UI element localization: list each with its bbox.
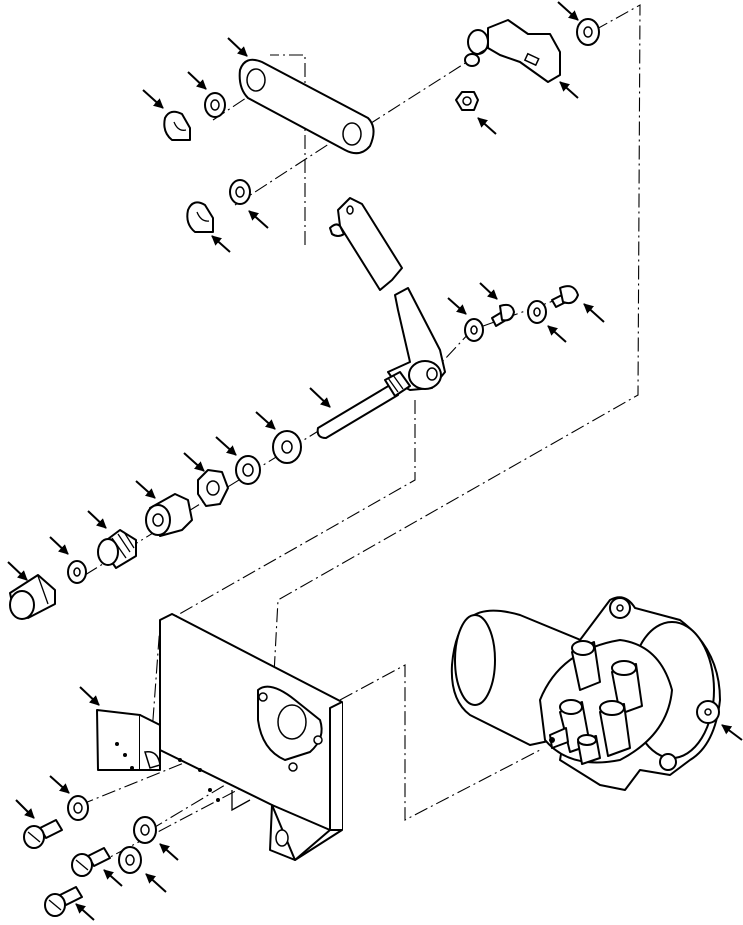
arrow-knob-adapter: [87, 510, 107, 529]
arrow-screw-bottom: [75, 903, 95, 921]
screw-left: [23, 819, 63, 849]
washer-3: [67, 560, 87, 584]
shaft: [316, 371, 411, 439]
arrow-washer-far-right: [547, 325, 567, 343]
clip-upper: [163, 110, 191, 141]
knob: [9, 574, 56, 620]
bolt-mid-right: [491, 303, 515, 327]
arrow-nut-mid: [183, 452, 205, 472]
arrow-nut-top-right: [477, 117, 497, 135]
washer-far-right: [527, 300, 547, 324]
arrow-washer-bottom-2: [145, 873, 167, 893]
mounting-bracket: [159, 613, 343, 861]
arrow-shaft: [309, 387, 331, 408]
lever-upper: [329, 197, 403, 291]
washer-bottom-2: [118, 846, 142, 874]
screw-bottom: [44, 886, 83, 917]
arrow-bolt-mid-right: [479, 282, 498, 300]
arrow-link-bar: [227, 37, 248, 57]
arrow-washer-top-right: [557, 1, 579, 21]
arrow-washer-mid-right: [447, 297, 467, 315]
arrow-lever-bracket: [559, 81, 579, 99]
arrow-washer-2: [215, 436, 237, 456]
washer-lower-left: [229, 179, 251, 205]
link-bar: [238, 58, 375, 155]
washer-top-right: [576, 18, 600, 46]
arrow-screw-left: [15, 799, 35, 819]
nut-mid: [197, 469, 229, 507]
arrow-plate: [79, 686, 100, 706]
nut-top-right: [455, 91, 479, 111]
washer-1: [272, 430, 302, 464]
arrow-screw-far-right: [583, 303, 605, 323]
plate: [96, 709, 161, 771]
wiper-motor: [450, 596, 721, 791]
washer-2: [235, 455, 261, 485]
arrow-washer-upper-left: [187, 71, 207, 90]
washer-bottom: [133, 816, 157, 844]
arrow-washer-lower-left: [248, 210, 269, 229]
arrow-knob: [7, 561, 28, 581]
callout-arrows: [7, 1, 743, 921]
screw-far-right: [551, 285, 579, 308]
washer-mid-right: [464, 318, 484, 342]
arrow-washer-3: [49, 536, 69, 555]
washer-left: [67, 795, 89, 821]
washer-upper-left: [204, 92, 226, 118]
arrow-bushing: [135, 480, 156, 499]
arrow-washer-left: [49, 775, 70, 794]
arrow-washer-bottom: [159, 843, 179, 861]
arrow-clip-upper: [142, 89, 164, 109]
lever-bracket: [464, 19, 561, 83]
knob-adapter: [97, 529, 137, 569]
arrow-motor: [721, 724, 743, 741]
arrow-clip-lower: [211, 235, 231, 253]
screw-mid-left: [71, 847, 111, 877]
lever-lower: [387, 287, 446, 391]
arrow-washer-1: [255, 411, 276, 430]
clip-lower: [186, 201, 214, 233]
bushing: [145, 493, 193, 537]
arrow-screw-mid-left: [103, 869, 123, 887]
